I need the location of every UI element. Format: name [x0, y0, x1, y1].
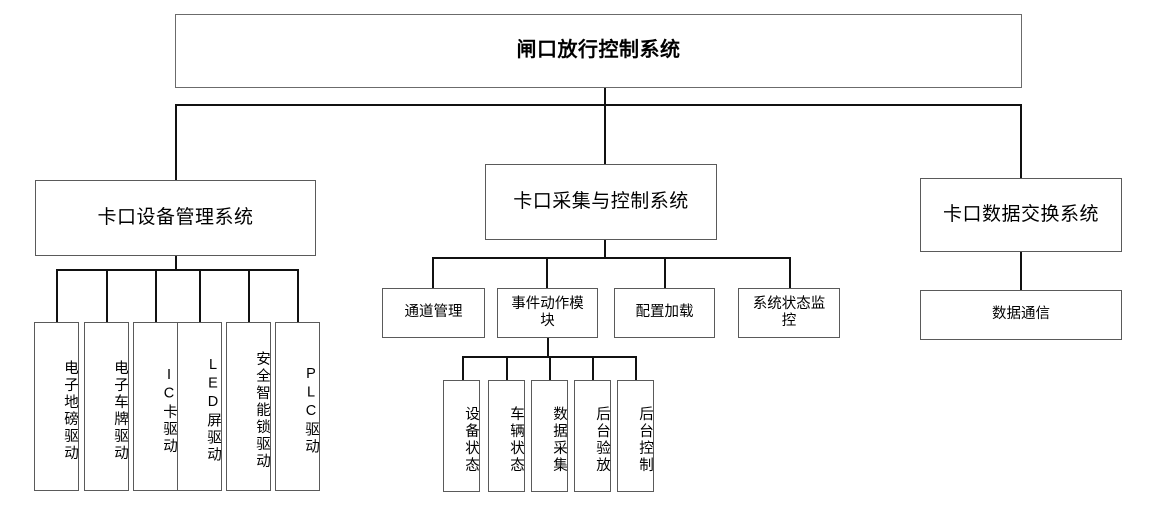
connector-drop-b2-c1 — [432, 257, 434, 289]
node-b1-child-2-label: 电子车牌驱动 — [112, 359, 128, 462]
connector-drop-b2-g2 — [506, 356, 508, 381]
node-branch-1-label: 卡口设备管理系统 — [97, 206, 254, 228]
node-b2-grandchild-1: 设备状态 — [443, 380, 480, 492]
node-b2-grandchild-5-label: 后台控制 — [637, 406, 653, 474]
node-b2-child-3: 配置加载 — [614, 288, 715, 338]
node-b2-grandchild-2: 车辆状态 — [488, 380, 525, 492]
node-b1-child-6: PLC驱动 — [275, 322, 320, 491]
node-b2-child-2: 事件动作模块 — [497, 288, 598, 338]
node-b2-grandchild-5: 后台控制 — [617, 380, 654, 492]
node-branch-2: 卡口采集与控制系统 — [485, 164, 717, 240]
connector-b2-c2-stem — [547, 338, 549, 357]
connector-branch-2-bus — [432, 257, 791, 259]
connector-drop-b1-c2 — [106, 269, 108, 323]
connector-drop-b1-c3 — [155, 269, 157, 323]
connector-drop-b2-g3 — [549, 356, 551, 381]
connector-drop-b2-c4 — [789, 257, 791, 289]
node-b1-child-5-label: 安全智能锁驱动 — [254, 351, 270, 470]
node-b1-child-6-label: PLC驱动 — [303, 365, 319, 456]
connector-drop-branch-3 — [1020, 104, 1022, 179]
node-b2-grandchild-2-label: 车辆状态 — [508, 406, 524, 474]
node-b2-child-1-label: 通道管理 — [404, 304, 463, 321]
node-b2-child-4: 系统状态监控 — [738, 288, 840, 338]
node-branch-2-label: 卡口采集与控制系统 — [513, 190, 689, 212]
node-b1-child-1: 电子地磅驱动 — [34, 322, 79, 491]
connector-branch-2-stem — [604, 240, 606, 258]
node-b2-child-2-label: 事件动作模块 — [511, 295, 584, 329]
node-b2-child-3-label: 配置加载 — [635, 304, 694, 321]
connector-drop-b1-c5 — [248, 269, 250, 323]
node-b3-child-1-label: 数据通信 — [992, 306, 1050, 323]
node-branch-3: 卡口数据交换系统 — [920, 178, 1122, 252]
node-b2-grandchild-4-label: 后台验放 — [594, 406, 610, 474]
node-b1-child-4-label: LED屏驱动 — [205, 357, 221, 464]
node-b1-child-4: LED屏驱动 — [177, 322, 222, 491]
connector-root-stem — [604, 88, 606, 106]
connector-drop-b2-g1 — [462, 356, 464, 381]
connector-drop-b2-c3 — [664, 257, 666, 289]
node-b1-child-3-label: IC卡驱动 — [161, 366, 177, 455]
connector-drop-branch-1 — [175, 104, 177, 181]
connector-drop-b2-g5 — [635, 356, 637, 381]
connector-branch-1-bus — [56, 269, 298, 271]
node-b1-child-5: 安全智能锁驱动 — [226, 322, 271, 491]
node-b3-child-1: 数据通信 — [920, 290, 1122, 340]
node-b1-child-1-label: 电子地磅驱动 — [62, 359, 78, 462]
node-b1-child-2: 电子车牌驱动 — [84, 322, 129, 491]
connector-drop-b2-g4 — [592, 356, 594, 381]
node-b2-grandchild-1-label: 设备状态 — [463, 406, 479, 474]
node-root: 闸口放行控制系统 — [175, 14, 1022, 88]
connector-drop-b1-c4 — [199, 269, 201, 323]
connector-drop-b1-c1 — [56, 269, 58, 323]
connector-level2-bus — [175, 104, 1022, 106]
node-b2-grandchild-3-label: 数据采集 — [551, 406, 567, 474]
connector-branch-1-stem — [175, 256, 177, 270]
node-branch-3-label: 卡口数据交换系统 — [942, 203, 1099, 225]
connector-branch-3-stem — [1020, 252, 1022, 290]
node-b2-child-1: 通道管理 — [382, 288, 485, 338]
connector-drop-b1-c6 — [297, 269, 299, 323]
node-b1-child-3: IC卡驱动 — [133, 322, 178, 491]
node-b2-grandchild-4: 后台验放 — [574, 380, 611, 492]
connector-drop-b2-c2 — [546, 257, 548, 289]
node-b2-grandchild-3: 数据采集 — [531, 380, 568, 492]
node-root-label: 闸口放行控制系统 — [516, 39, 681, 62]
connector-drop-branch-2 — [604, 104, 606, 164]
node-branch-1: 卡口设备管理系统 — [35, 180, 316, 256]
node-b2-child-4-label: 系统状态监控 — [752, 295, 826, 329]
